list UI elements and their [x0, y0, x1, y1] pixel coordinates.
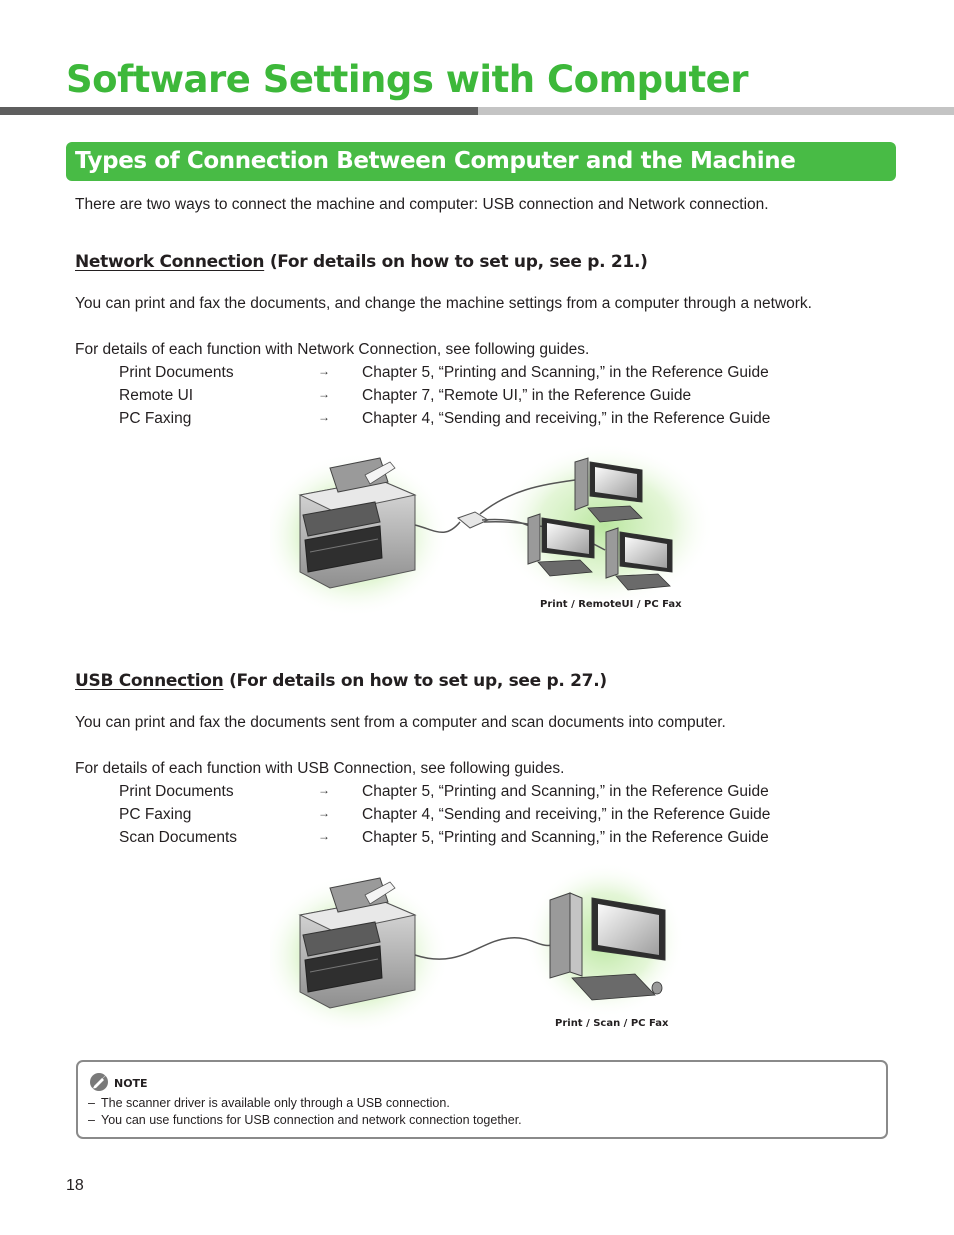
title-rule-dark [0, 107, 478, 115]
title-rule [0, 107, 954, 115]
usb-description: You can print and fax the documents sent… [75, 714, 726, 731]
note-item-text: The scanner driver is available only thr… [101, 1096, 450, 1110]
network-heading-title: Network Connection [75, 252, 265, 272]
network-diagram-caption: Print / RemoteUI / PC Fax [540, 599, 682, 610]
note-box: NOTE –The scanner driver is available on… [76, 1060, 888, 1139]
computer-icon [574, 457, 643, 523]
arrow-right-icon: → [318, 806, 330, 820]
network-description: You can print and fax the documents, and… [75, 295, 812, 312]
note-dash: – [88, 1096, 95, 1110]
guide-reference: Chapter 4, “Sending and receiving,” in t… [362, 410, 771, 427]
section-title: Types of Connection Between Computer and… [75, 148, 796, 174]
guide-function: Print Documents [119, 783, 234, 800]
usb-heading-detail: (For details on how to set up, see p. 27… [229, 671, 607, 691]
note-dash: – [88, 1113, 95, 1127]
note-item-text: You can use functions for USB connection… [101, 1113, 522, 1127]
page-number: 18 [66, 1177, 84, 1194]
guide-reference: Chapter 5, “Printing and Scanning,” in t… [362, 783, 769, 800]
computer-icon [605, 527, 673, 591]
note-label: NOTE [114, 1077, 148, 1090]
arrow-right-icon: → [318, 364, 330, 378]
network-heading-detail: (For details on how to set up, see p. 21… [269, 252, 648, 272]
title-rule-light [478, 107, 954, 115]
page-title: Software Settings with Computer [66, 58, 749, 101]
computer-icon [527, 513, 595, 577]
note-item: –You can use functions for USB connectio… [88, 1113, 522, 1127]
network-guides-intro: For details of each function with Networ… [75, 341, 590, 358]
printer-icon [298, 877, 417, 1009]
guide-reference: Chapter 7, “Remote UI,” in the Reference… [362, 387, 692, 404]
computer-icon [549, 892, 666, 1001]
printer-icon [298, 457, 417, 589]
usb-guides-intro: For details of each function with USB Co… [75, 760, 565, 777]
guide-function: Print Documents [119, 364, 234, 381]
guide-function: Scan Documents [119, 829, 238, 846]
usb-heading-title: USB Connection [75, 671, 224, 691]
guide-reference: Chapter 5, “Printing and Scanning,” in t… [362, 829, 769, 846]
usb-connection-diagram [270, 862, 685, 1030]
arrow-right-icon: → [318, 829, 330, 843]
intro-text: There are two ways to connect the machin… [75, 196, 769, 213]
guide-function: Remote UI [119, 387, 194, 404]
network-heading: Network Connection (For details on how t… [75, 252, 648, 272]
usb-diagram-caption: Print / Scan / PC Fax [555, 1018, 669, 1029]
arrow-right-icon: → [318, 387, 330, 401]
guide-reference: Chapter 4, “Sending and receiving,” in t… [362, 806, 771, 823]
guide-reference: Chapter 5, “Printing and Scanning,” in t… [362, 364, 769, 381]
network-connection-diagram [270, 443, 710, 617]
usb-heading: USB Connection (For details on how to se… [75, 671, 607, 691]
note-item: –The scanner driver is available only th… [88, 1096, 450, 1110]
note-pencil-icon [90, 1073, 108, 1091]
guide-function: PC Faxing [119, 410, 192, 427]
guide-function: PC Faxing [119, 806, 192, 823]
arrow-right-icon: → [318, 783, 330, 797]
section-header: Types of Connection Between Computer and… [66, 142, 896, 181]
arrow-right-icon: → [318, 410, 330, 424]
